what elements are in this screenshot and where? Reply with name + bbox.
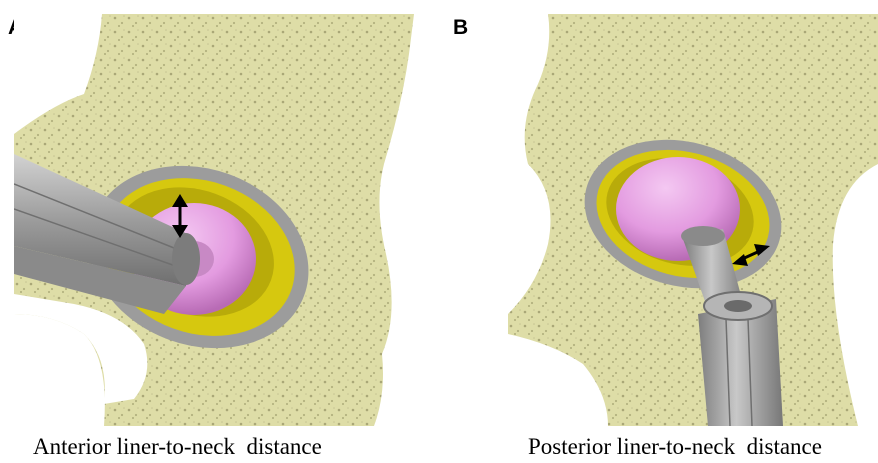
- panel-a-image: [14, 14, 438, 426]
- panel-a-caption: Anterior liner-to-neck distance: [33, 432, 322, 462]
- panel-b-caption: Posterior liner-to-neck distance: [528, 432, 822, 462]
- panel-b-letter: B: [453, 16, 468, 40]
- panel-b-image: [508, 14, 878, 426]
